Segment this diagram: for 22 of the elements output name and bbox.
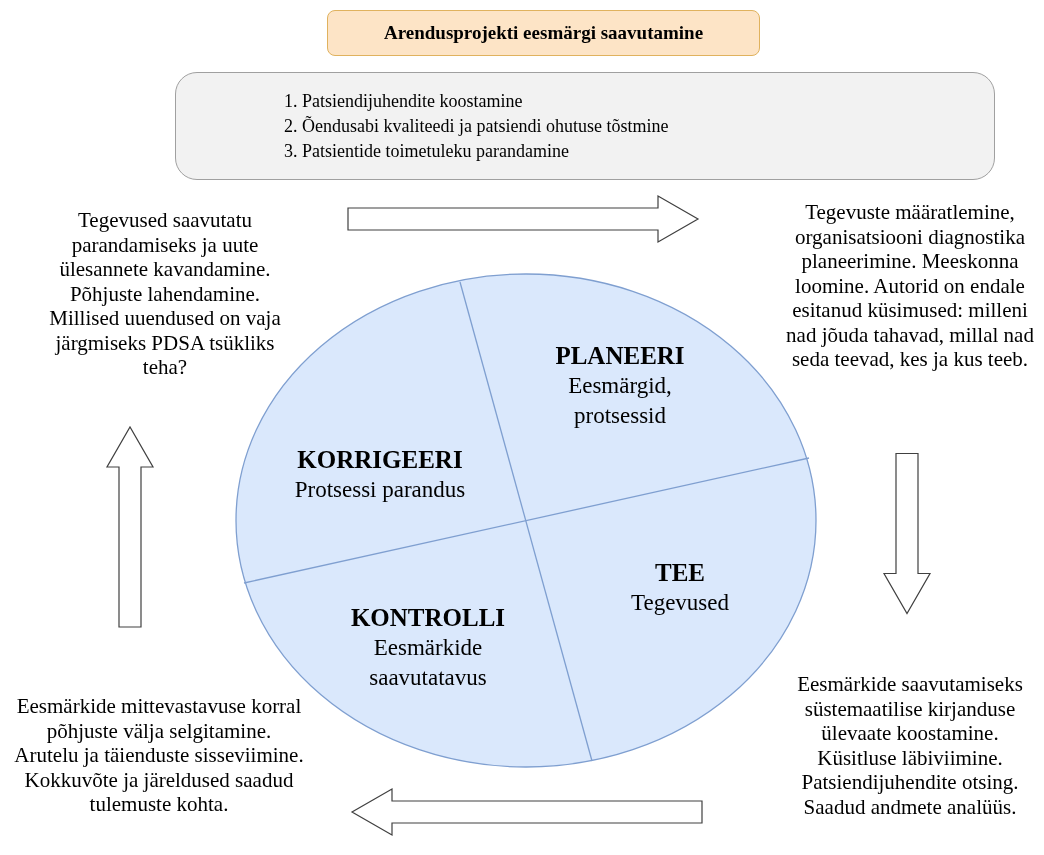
phase-description: Eesmärgid, protsessid bbox=[567, 372, 673, 430]
goal-item: 3. Patsientide toimetuleku parandamine bbox=[284, 139, 569, 163]
goals-box bbox=[175, 72, 995, 180]
phase-heading: PLANEERI bbox=[555, 341, 685, 371]
goal-item: 2. Õendusabi kvaliteedi ja patsiendi ohutuse tõstmine bbox=[284, 114, 669, 138]
phase-note: Tegevuste määratlemine, organisatsiooni diagnostika planeerimine. Meeskonna loomine. Autorid on endale esitanud küsimused: milleni nad jõuda tahavad, millal nad seda teevad, kes ja kus teeb. bbox=[785, 200, 1035, 372]
phase-description: Protsessi parandus bbox=[293, 476, 467, 504]
title-box bbox=[327, 10, 760, 56]
phase-description: Eesmärkide saavutatavus bbox=[368, 634, 488, 692]
block-arrow bbox=[105, 425, 155, 628]
block-arrow bbox=[347, 194, 700, 244]
block-arrow bbox=[882, 452, 932, 615]
block-arrow bbox=[350, 787, 703, 837]
title-text: Arendusprojekti eesmärgi saavutamine bbox=[383, 20, 704, 45]
phase-heading: KONTROLLI bbox=[350, 603, 506, 633]
phase-note: Eesmärkide mittevastavuse korral põhjuste välja selgitamine. Arutelu ja täienduste sisseviimine. Kokkuvõte ja järeldused saadud tulemuste kohta. bbox=[14, 694, 304, 817]
phase-description: Tegevused bbox=[630, 589, 730, 617]
goal-item: 1. Patsiendijuhendite koostamine bbox=[284, 89, 523, 113]
phase-heading: TEE bbox=[655, 558, 705, 588]
phase-note: Tegevused saavutatu parandamiseks ja uute ülesannete kavandamine. Põhjuste lahendamine. Millised uuendused on vaja järgmiseks PDSA tsükliks teha? bbox=[48, 208, 282, 380]
phase-heading: KORRIGEERI bbox=[297, 445, 463, 475]
phase-note: Eesmärkide saavutamiseks süstemaatilise kirjanduse ülevaate koostamine. Küsitluse läbiviimine. Patsiendijuhendite otsing. Saadud andmete analüüs. bbox=[796, 672, 1024, 819]
